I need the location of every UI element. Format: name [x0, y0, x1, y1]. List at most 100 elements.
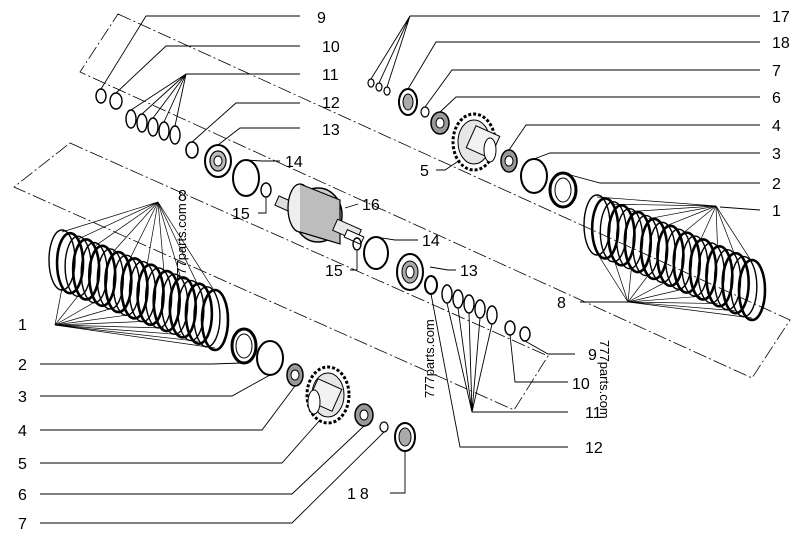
- leader-line: [54, 324, 165, 329]
- callout-18-lower: 18: [347, 486, 373, 503]
- callout-3-upper: 3: [772, 146, 781, 163]
- callout-10-lower: 10: [572, 376, 590, 393]
- bearing-13-upper: [204, 144, 232, 178]
- disc: [152, 269, 181, 333]
- callout-14-center: 14: [422, 233, 440, 250]
- leader-line: [146, 201, 159, 266]
- disc: [656, 224, 685, 288]
- callout-12-upper: 12: [322, 95, 340, 112]
- snap-ring-14-center: [363, 236, 389, 270]
- leader-line: [627, 267, 632, 303]
- disc: [672, 231, 702, 294]
- watermarks: 777parts.com 777parts.com 777parts.com: [174, 203, 612, 419]
- disc: [136, 263, 165, 327]
- disc: [607, 203, 636, 267]
- callout-15-upper: 15: [232, 206, 250, 223]
- snap-ring-3-upper: [520, 158, 548, 194]
- leader-line: [627, 281, 667, 303]
- leader-line: [78, 201, 159, 239]
- leader-line: [627, 301, 718, 304]
- leader-line: [715, 205, 736, 255]
- bearing-6-lower: [354, 403, 374, 427]
- ring-15-upper: [260, 182, 272, 198]
- assembly-frames: [13, 13, 791, 411]
- callout-4-upper: 4: [772, 118, 781, 135]
- leader-line: [54, 324, 216, 349]
- bearing-18-lower: [394, 422, 416, 452]
- callout-1-upper: 1: [772, 203, 781, 220]
- callout-8-right: 8: [557, 295, 566, 312]
- leader-line: [54, 294, 80, 326]
- leader-line: [129, 201, 159, 259]
- leader-line: [95, 201, 159, 246]
- callout-2-upper: 2: [772, 176, 781, 193]
- disc: [590, 197, 620, 260]
- disc-stack-1-left: [48, 229, 230, 352]
- watermark-right: 777parts.com: [597, 340, 612, 419]
- leader-line: [61, 201, 159, 233]
- bearing-4-lower: [286, 363, 304, 387]
- leader-lines: [40, 15, 761, 524]
- callout-7-upper: 7: [772, 63, 781, 80]
- disc-stack-1-right: [583, 194, 767, 322]
- disc: [87, 244, 117, 308]
- callout-18-upper: 18: [772, 35, 790, 52]
- disc: [705, 245, 734, 308]
- leader-line: [682, 205, 717, 234]
- leader-line: [54, 301, 97, 326]
- watermark-left: 777parts.com: [174, 203, 189, 282]
- ring-7-lower: [379, 421, 389, 433]
- disc: [721, 251, 750, 315]
- leader-line: [715, 205, 753, 263]
- leader-line: [700, 205, 717, 241]
- callout-11-lower: 11: [585, 405, 602, 422]
- ring-12-center: [424, 275, 438, 295]
- leader-line: [596, 196, 717, 207]
- leader-line: [54, 307, 114, 326]
- leader-line: [54, 324, 199, 342]
- disc: [737, 258, 767, 322]
- leader-line: [631, 205, 717, 212]
- callout-11-upper: 11: [322, 67, 339, 84]
- bearing-6-upper: [430, 111, 450, 135]
- leader-line: [112, 201, 159, 253]
- callout-6-lower: 6: [18, 487, 27, 504]
- bearing-4-upper: [500, 149, 518, 173]
- disc: [688, 238, 718, 301]
- leader-line: [157, 201, 216, 293]
- leader-line: [54, 287, 63, 326]
- ring-15-center: [352, 237, 362, 251]
- leader-line: [54, 314, 131, 326]
- disc: [184, 282, 214, 345]
- snap-ring-14-upper: [232, 159, 260, 197]
- leader-line: [627, 288, 684, 303]
- callout-4-lower: 4: [18, 423, 27, 440]
- callout-10-upper: 10: [322, 39, 340, 56]
- callout-13-center: 13: [460, 263, 478, 280]
- leader-line: [715, 205, 718, 248]
- disc: [639, 217, 669, 281]
- callout-17: 17: [772, 9, 790, 26]
- watermark-center: 777parts.com: [422, 319, 437, 398]
- plate-2-lower: [230, 327, 258, 365]
- callout-8-left: 8: [178, 188, 187, 205]
- leader-line: [596, 252, 629, 303]
- snap-ring-3-lower: [256, 340, 284, 376]
- callout-13-upper: 13: [322, 122, 340, 139]
- disc-leader-fans: [54, 196, 753, 349]
- callout-9-upper: 9: [317, 10, 326, 27]
- callout-14-upper: 14: [285, 154, 303, 171]
- leader-line: [627, 301, 735, 312]
- clutch-hub-16: [274, 183, 365, 245]
- leader-line: [627, 301, 753, 319]
- callout-5-lower: 5: [18, 456, 27, 473]
- callout-6-upper: 6: [772, 90, 781, 107]
- disc: [623, 210, 653, 274]
- disc: [168, 276, 198, 339]
- leader-line: [614, 203, 717, 207]
- bearing-13-center: [396, 253, 424, 291]
- disc: [104, 250, 133, 314]
- disc: [120, 257, 149, 320]
- callout-5-upper: 5: [420, 163, 429, 180]
